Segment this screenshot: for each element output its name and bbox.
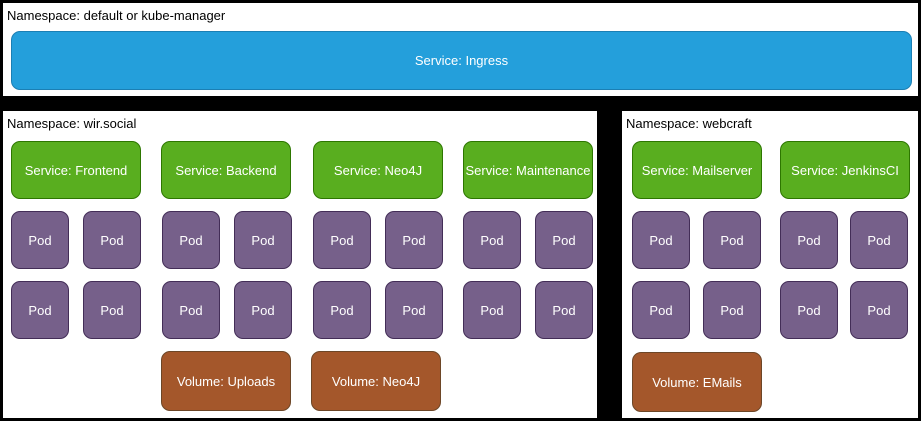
pod-box: Pod bbox=[703, 281, 761, 339]
service-backend-box: Service: Backend bbox=[161, 141, 291, 199]
pod-box: Pod bbox=[83, 211, 141, 269]
volume-emails-box: Volume: EMails bbox=[632, 352, 762, 412]
pod-box: Pod bbox=[162, 281, 220, 339]
namespace-label: Namespace: webcraft bbox=[626, 116, 752, 131]
namespace-label: Namespace: wir.social bbox=[7, 116, 137, 131]
pod-box: Pod bbox=[83, 281, 141, 339]
service-jenkinsci-box: Service: JenkinsCI bbox=[780, 141, 910, 199]
pod-box: Pod bbox=[535, 281, 593, 339]
pod-box: Pod bbox=[234, 281, 292, 339]
pod-box: Pod bbox=[780, 211, 838, 269]
pod-box: Pod bbox=[313, 281, 371, 339]
service-frontend-box: Service: Frontend bbox=[11, 141, 141, 199]
service-maintenance-box: Service: Maintenance bbox=[463, 141, 593, 199]
pod-box: Pod bbox=[313, 211, 371, 269]
pod-box: Pod bbox=[850, 211, 908, 269]
service-mailserver-box: Service: Mailserver bbox=[632, 141, 762, 199]
pod-box: Pod bbox=[850, 281, 908, 339]
volume-uploads-box: Volume: Uploads bbox=[161, 351, 291, 411]
pod-box: Pod bbox=[632, 211, 690, 269]
pod-box: Pod bbox=[385, 281, 443, 339]
pod-box: Pod bbox=[632, 281, 690, 339]
pod-box: Pod bbox=[535, 211, 593, 269]
pod-box: Pod bbox=[703, 211, 761, 269]
pod-box: Pod bbox=[385, 211, 443, 269]
namespace-panel-default: Namespace: default or kube-manager Servi… bbox=[2, 2, 919, 97]
service-ingress-box: Service: Ingress bbox=[11, 31, 912, 90]
namespace-label: Namespace: default or kube-manager bbox=[7, 8, 226, 23]
pod-box: Pod bbox=[463, 281, 521, 339]
namespace-panel-wir-social: Namespace: wir.social Service: Frontend … bbox=[2, 110, 598, 419]
pod-box: Pod bbox=[780, 281, 838, 339]
namespace-panel-webcraft: Namespace: webcraft Service: Mailserver … bbox=[621, 110, 919, 419]
pod-box: Pod bbox=[463, 211, 521, 269]
service-neo4j-box: Service: Neo4J bbox=[313, 141, 443, 199]
pod-box: Pod bbox=[234, 211, 292, 269]
volume-neo4j-box: Volume: Neo4J bbox=[311, 351, 441, 411]
pod-box: Pod bbox=[162, 211, 220, 269]
pod-box: Pod bbox=[11, 211, 69, 269]
pod-box: Pod bbox=[11, 281, 69, 339]
